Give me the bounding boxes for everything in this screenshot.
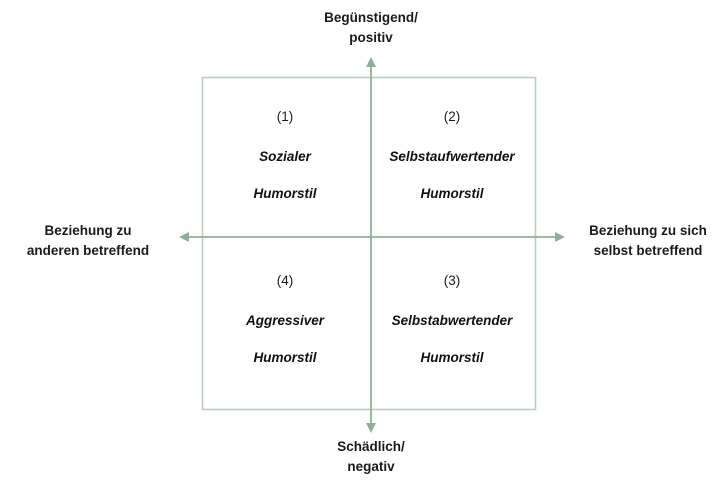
- quadrant-4-title-line2: Humorstil: [253, 350, 317, 365]
- axis-label-left: Beziehung zu anderen betreffend: [26, 223, 150, 258]
- quadrant-1-title-line1: Sozialer: [259, 148, 311, 164]
- quadrant-2-title-line2: Humorstil: [420, 186, 484, 201]
- quadrant-2-number: (2): [443, 109, 461, 124]
- quadrant-4-number: (4): [276, 273, 294, 288]
- quadrant-1-title-line2: Humorstil: [253, 186, 317, 201]
- quadrant-4-title-line1: Aggressiver: [245, 312, 325, 328]
- quadrant-4: (4) Aggressiver Humorstil: [202, 274, 368, 365]
- axis-label-bottom: Schädlich/ negativ: [337, 439, 405, 474]
- quadrant-2-title-line1: Selbstaufwertender: [389, 148, 515, 164]
- axis-label-right: Beziehung zu sich selbst betreffend: [589, 223, 707, 258]
- quadrant-3-number: (3): [443, 273, 461, 288]
- quadrant-3-title-line2: Humorstil: [420, 350, 484, 365]
- quadrant-3-title-line1: Selbstabwertender: [391, 312, 513, 328]
- quadrant-1-number: (1): [276, 109, 294, 124]
- quadrant-3: (3) Selbstabwertender Humorstil: [369, 274, 535, 365]
- axis-label-top: Begünstigend/ positiv: [324, 10, 418, 45]
- quadrant-1: (1) Sozialer Humorstil: [202, 110, 368, 201]
- quadrant-2: (2) Selbstaufwertender Humorstil: [369, 110, 535, 201]
